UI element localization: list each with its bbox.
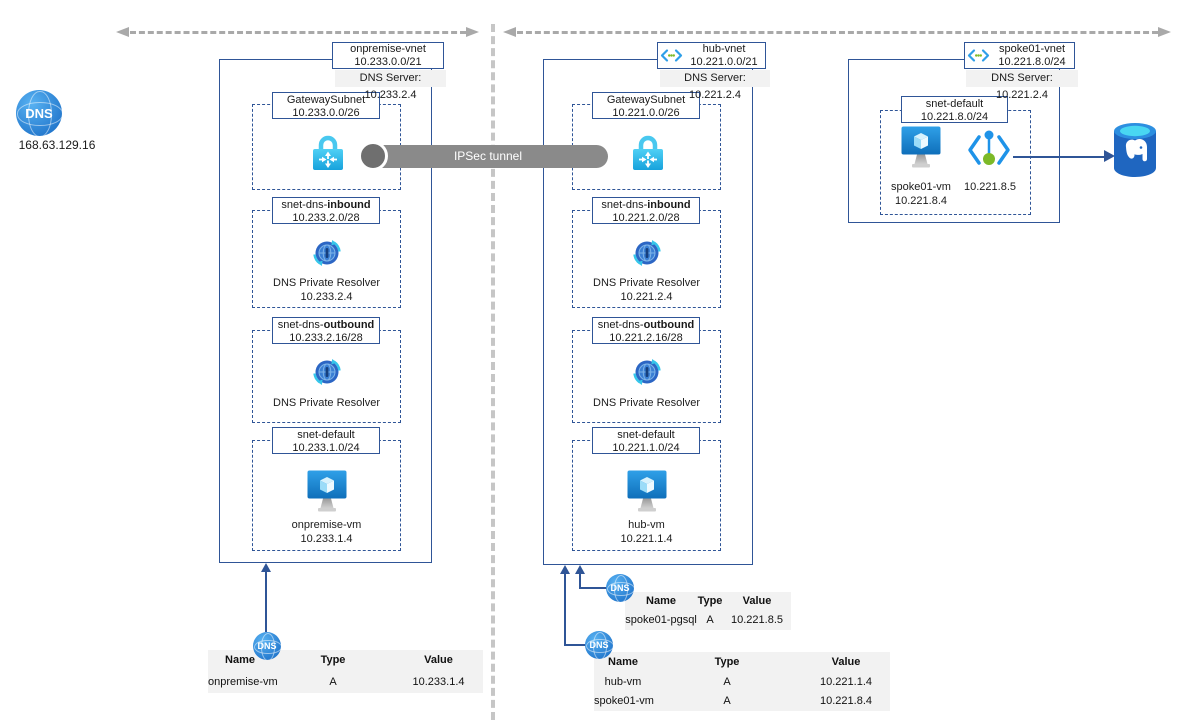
azure-public-dns-icon: DNS: [16, 90, 62, 136]
dns-zone-icon: DNS: [585, 631, 613, 659]
public-dns-ip: 168.63.129.16: [7, 137, 107, 153]
pgsql-dns-table: Name Type Value spoke01-pgsql A 10.221.8…: [625, 592, 791, 630]
hub-vm-caption: hub-vm 10.221.1.4: [620, 519, 673, 545]
table-row: onpremise-vm A 10.233.1.4: [208, 675, 465, 688]
hub-snet-dns-outbound-label: snet-dns-outbound 10.221.2.16/28: [592, 317, 700, 344]
spoke01-snet-default-label: snet-default 10.221.8.0/24: [901, 96, 1008, 123]
table-row: spoke01-vm A 10.221.8.4: [594, 695, 872, 707]
virtual-machine-icon: [901, 126, 941, 172]
hub-vnet-boundary: [543, 59, 753, 565]
onpremise-outbound-caption: DNS Private Resolver: [273, 397, 380, 409]
dns-private-resolver-icon: [313, 239, 341, 267]
azure-scope-arrow: [517, 31, 1158, 34]
onpremise-vnet-label: onpremise-vnet 10.233.0.0/21: [332, 42, 444, 69]
onpremise-snet-dns-inbound-label: snet-dns-inbound 10.233.2.0/28: [272, 197, 380, 224]
vpn-gateway-icon: [630, 133, 666, 173]
table-header-row: Name Type Value: [608, 656, 861, 668]
spoke01-dns-server: DNS Server: 10.221.2.4: [966, 70, 1078, 101]
hub-gatewaysubnet-label: GatewaySubnet 10.221.0.0/26: [592, 92, 700, 119]
onpremise-vnet-cidr: 10.233.0.0/21: [354, 55, 422, 68]
private-endpoint-icon: [967, 128, 1011, 172]
onpremise-dns-arrow-line: [265, 571, 267, 632]
onpremise-vm-caption: onpremise-vm 10.233.1.4: [291, 519, 362, 545]
dns-zone-icon: DNS: [606, 574, 634, 602]
onpremise-gatewaysubnet-label: GatewaySubnet 10.233.0.0/26: [272, 92, 380, 119]
vnet-icon: [660, 48, 683, 63]
onpremise-scope-arrow: [130, 31, 466, 34]
hub-vnet-name: hub-vnet: [702, 43, 746, 55]
left-arrowhead-west: [116, 27, 129, 37]
spoke01-vnet-label: spoke01-vnet 10.221.8.0/24: [964, 42, 1075, 69]
spoke01-vnet-name: spoke01-vnet: [998, 43, 1066, 55]
onpremise-snet-dns-outbound-box: [252, 330, 401, 423]
hub-outbound-caption: DNS Private Resolver: [593, 397, 700, 409]
pgsql-connection-line: [1013, 156, 1105, 158]
hub-snet-dns-inbound-label: snet-dns-inbound 10.221.2.0/28: [592, 197, 700, 224]
onpremise-inbound-caption: DNS Private Resolver 10.233.2.4: [273, 277, 380, 303]
spoke01-vnet-boundary: [848, 59, 1060, 223]
onpremise-dns-arrowhead: [261, 563, 271, 572]
dns-private-resolver-icon: [633, 358, 661, 386]
dns-private-resolver-icon: [313, 358, 341, 386]
hub-inbound-caption: DNS Private Resolver 10.221.2.4: [593, 277, 700, 303]
onpremise-snet-dns-outbound-label: snet-dns-outbound 10.233.2.16/28: [272, 317, 380, 344]
onpremise-snet-default-label: snet-default 10.233.1.0/24: [272, 427, 380, 454]
hub-dns-arrow-line-1h: [564, 644, 585, 646]
onpremise-vnet-name: onpremise-vnet: [350, 43, 426, 55]
left-arrowhead-east: [466, 27, 479, 37]
table-row: spoke01-pgsql A 10.221.8.5: [625, 614, 783, 626]
table-header-row: Name Type Value: [646, 595, 772, 607]
onpremise-vnet-boundary: [219, 59, 432, 563]
virtual-machine-icon: [307, 470, 347, 516]
vpn-gateway-icon: [310, 133, 346, 173]
private-endpoint-ip: 10.221.8.5: [964, 181, 1016, 193]
hub-dns-server: DNS Server: 10.221.2.4: [660, 70, 770, 101]
spoke01-vnet-cidr: 10.221.8.0/24: [998, 55, 1066, 68]
separator-line: [491, 24, 495, 720]
ipsec-tunnel-endcap: [358, 141, 388, 171]
hub-snet-default-label: snet-default 10.221.1.0/24: [592, 427, 700, 454]
table-header-row: Name Type Value: [225, 654, 453, 666]
hub-dns-arrow-line-2h: [579, 587, 607, 589]
postgresql-database-icon: [1112, 121, 1158, 177]
spoke01-vm-caption: spoke01-vm 10.221.8.4: [891, 181, 951, 207]
pgsql-connection-arrowhead: [1104, 150, 1115, 162]
dns-private-resolver-icon: [633, 239, 661, 267]
hub-dns-arrow-line-2v: [579, 573, 581, 589]
hub-dns-arrow-line-1v: [564, 573, 566, 646]
onpremise-dns-server: DNS Server: 10.233.2.4: [335, 70, 446, 101]
hub-dns-arrowhead-1: [560, 565, 570, 574]
vnet-icon: [967, 48, 990, 63]
hub-dns-table: Name Type Value hub-vm A 10.221.1.4 spok…: [594, 652, 890, 711]
hub-vnet-label: hub-vnet 10.221.0.0/21: [657, 42, 766, 69]
hub-vnet-cidr: 10.221.0.0/21: [690, 55, 758, 68]
dns-zone-icon: DNS: [253, 632, 281, 660]
right-arrowhead-west: [503, 27, 516, 37]
virtual-machine-icon: [627, 470, 667, 516]
right-arrowhead-east: [1158, 27, 1171, 37]
hub-dns-arrowhead-2: [575, 565, 585, 574]
ipsec-tunnel: IPSec tunnel: [368, 145, 608, 168]
table-row: hub-vm A 10.221.1.4: [604, 675, 872, 688]
onpremise-dns-table: Name Type Value onpremise-vm A 10.233.1.…: [208, 650, 483, 693]
